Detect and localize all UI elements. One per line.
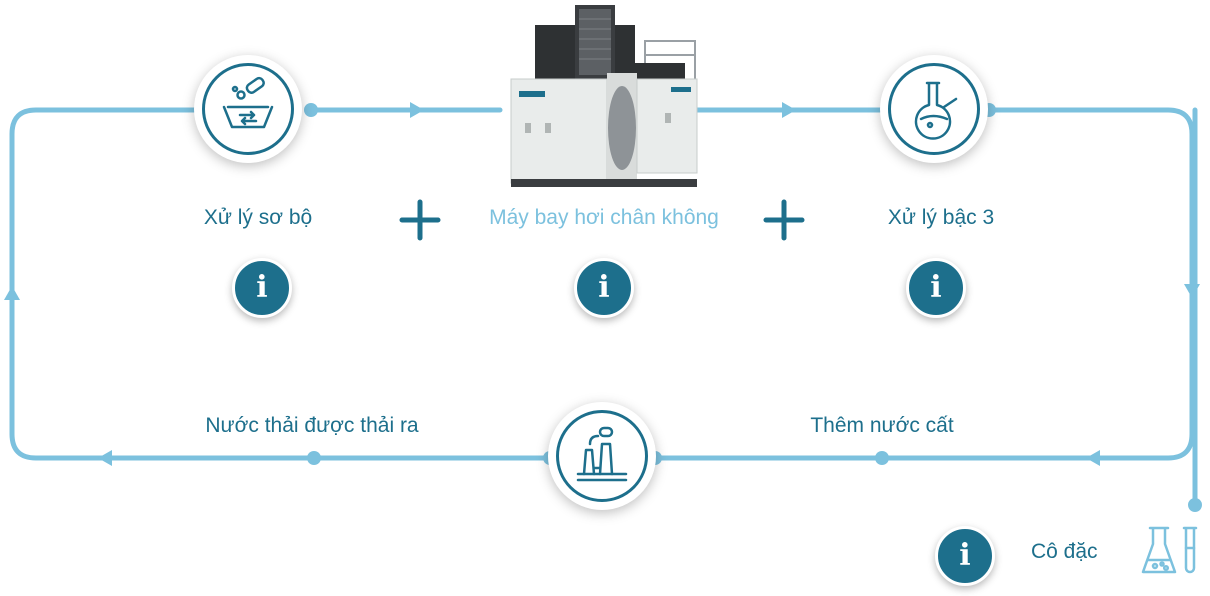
lab-beaker-icon	[1141, 526, 1198, 574]
arrow-right-icon	[410, 102, 424, 118]
flow-node-dot	[307, 451, 321, 465]
flow-node-dot	[304, 103, 318, 117]
arrow-left-icon	[1086, 450, 1100, 466]
wastewater-discharged-node	[548, 402, 656, 510]
vacuum-evaporator-info-button[interactable]: i	[574, 258, 634, 318]
pre-treatment-label: Xử lý sơ bộ	[203, 206, 313, 229]
flow-node-dot	[1188, 498, 1202, 512]
plus-icon	[399, 199, 441, 241]
tertiary-treatment-node	[880, 55, 988, 163]
pre-treatment-info-button[interactable]: i	[232, 258, 292, 318]
flow-top-left	[9, 107, 548, 461]
evaporator-machine-image	[510, 5, 698, 187]
tertiary-treatment-label: Xử lý bậc 3	[887, 206, 995, 229]
basin-with-chemicals-icon	[222, 76, 274, 129]
arrow-right-icon	[782, 102, 796, 118]
distillate-added-label: Thêm nước cất	[810, 414, 954, 437]
concentrate-info-button[interactable]: i	[935, 526, 995, 586]
flask-icon	[914, 81, 958, 140]
arrow-left-icon	[98, 450, 112, 466]
factory-icon	[576, 426, 628, 482]
wastewater-discharged-label: Nước thải được thải ra	[205, 414, 419, 437]
concentrate-label: Cô đặc	[1031, 540, 1098, 563]
flow-node-dot	[875, 451, 889, 465]
arrow-down-icon	[1184, 284, 1200, 298]
arrow-up-icon	[4, 286, 20, 300]
pre-treatment-node	[194, 55, 302, 163]
vacuum-evaporator-label: Máy bay hơi chân không	[489, 206, 719, 229]
plus-icon	[763, 199, 805, 241]
tertiary-treatment-info-button[interactable]: i	[906, 258, 966, 318]
